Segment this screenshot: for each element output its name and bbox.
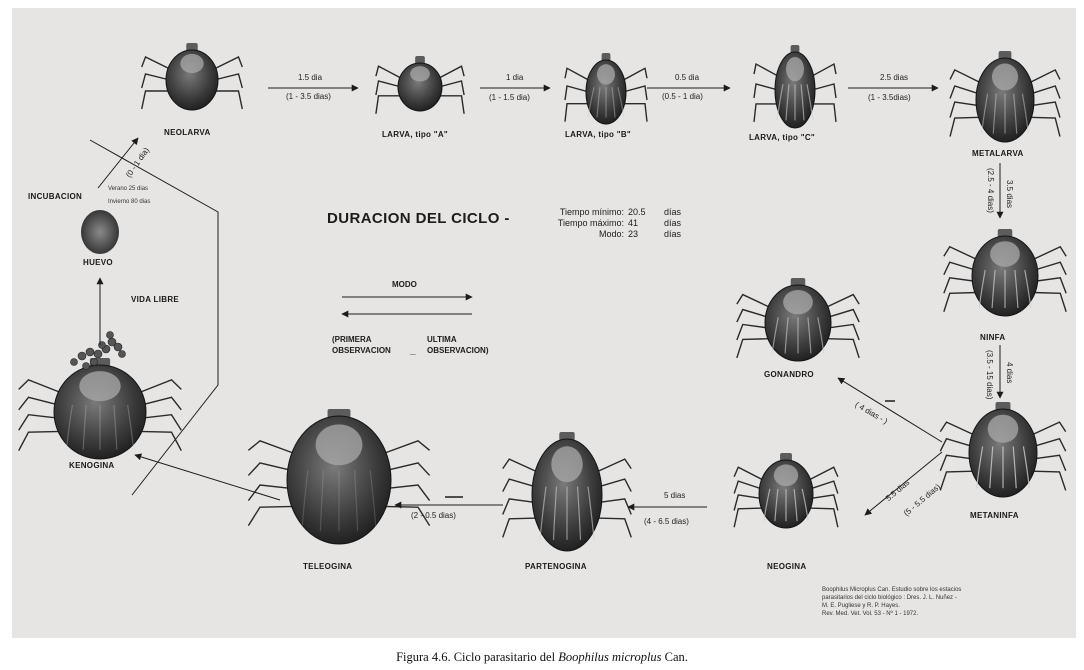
legend-right-line2: OBSERVACION) <box>427 345 489 356</box>
tick-illustration-metalarva <box>950 51 1060 142</box>
legend-first-observation: (PRIMERA OBSERVACION <box>332 334 391 356</box>
stage-label-metalarva: METALARVA <box>972 149 1024 158</box>
tick-illustration-partenogina <box>503 432 632 551</box>
duration-mode-larva-c-metalarva: 2.5 dias <box>880 73 908 82</box>
arrow-teleogina-kenogina <box>135 455 280 500</box>
duration-mode-neogina-partenogina: 5 dias <box>664 491 685 500</box>
stage-label-partenogina: PARTENOGINA <box>525 562 587 571</box>
duration-range-larva-c-metalarva: (1 - 3.5dias) <box>868 93 911 102</box>
tick-illustration-neogina <box>734 453 838 528</box>
stat-unit: días <box>664 207 681 218</box>
stat-unit: días <box>664 218 681 229</box>
caption-prefix: Figura 4.6. Ciclo parasitario del <box>396 650 558 664</box>
stage-label-gonandro: GONANDRO <box>764 370 814 379</box>
duration-range-larva-b-larva-c: (0.5 - 1 dia) <box>662 92 703 101</box>
duration-mode-neolarva-larva-a: 1.5 dia <box>298 73 322 82</box>
stat-label: Tiempo mínimo: <box>524 207 624 218</box>
stage-label-larva-b: LARVA, tipo "B" <box>565 130 631 139</box>
duration-range-neogina-partenogina: (4 - 6.5 dias) <box>644 517 689 526</box>
stage-label-metaninfa: METANINFA <box>970 511 1019 520</box>
stat-row-mode: Modo: 23 días <box>524 229 681 240</box>
duration-range-partenogina-teleogina: (2 - 0.5 dias) <box>411 511 456 520</box>
duration-range-ninfa-metaninfa: (3.5 - 15 dias) <box>985 350 994 399</box>
reference-line3: M. E. Pugliese y R. P. Hayes. <box>822 602 1062 610</box>
duration-mode-larva-a-larva-b: 1 dia <box>506 73 523 82</box>
legend-left-line2: OBSERVACION <box>332 345 391 356</box>
stage-label-larva-a: LARVA, tipo "A" <box>382 130 448 139</box>
caption-suffix: Can. <box>662 650 688 664</box>
tick-illustration-kenogina <box>19 358 182 459</box>
stage-label-neolarva: NEOLARVA <box>164 128 211 137</box>
incubation-summer: Verano 25 dias <box>108 186 148 192</box>
reference-line2: parasitarios del ciclo biológico : Dres.… <box>822 594 1062 602</box>
stat-row-max: Tiempo máximo: 41 días <box>524 218 681 229</box>
tick-illustration-metaninfa <box>940 402 1065 497</box>
stage-label-neogina: NEOGINA <box>767 562 806 571</box>
tick-illustration-larva-c <box>754 45 836 128</box>
stat-row-min: Tiempo mínimo: 20.5 días <box>524 207 681 218</box>
tick-illustration-teleogina <box>248 409 429 544</box>
stage-label-kenogina: KENOGINA <box>69 461 115 470</box>
stat-unit: días <box>664 229 681 240</box>
tick-illustration-larva-a <box>376 56 464 114</box>
legend-separator: _ <box>410 345 416 356</box>
duration-mode-larva-b-larva-c: 0.5 dia <box>675 73 699 82</box>
legend-right-line1: ULTIMA <box>427 334 489 345</box>
stage-label-larva-c: LARVA, tipo "C" <box>749 133 815 142</box>
tick-illustration-neolarva <box>142 43 243 110</box>
legend-left-line1: (PRIMERA <box>332 334 391 345</box>
figure-caption: Figura 4.6. Ciclo parasitario del Boophi… <box>0 650 1084 665</box>
incubation-winter: Invierno 80 dias <box>108 199 150 205</box>
duration-range-metalarva-ninfa: (2.5 - 4 dias) <box>986 168 995 213</box>
stat-value: 23 <box>628 229 660 240</box>
cycle-duration-stats: Tiempo mínimo: 20.5 días Tiempo máximo: … <box>524 207 681 240</box>
reference-note: Boophilus Microplus Can. Estudio sobre l… <box>822 586 1062 618</box>
tick-illustration-gonandro <box>737 278 859 361</box>
tick-illustration-larva-b <box>565 53 647 124</box>
arrow-metaninfa-gonandro <box>838 378 942 442</box>
incubation-label: INCUBACION <box>28 192 82 201</box>
duration-mode-ninfa-metaninfa: 4 dias <box>1005 362 1014 383</box>
cycle-duration-title: DURACION DEL CICLO - <box>327 210 510 227</box>
legend-last-observation: ULTIMA OBSERVACION) <box>427 334 489 356</box>
stage-label-teleogina: TELEOGINA <box>303 562 352 571</box>
tick-illustration-ninfa <box>944 229 1066 316</box>
stage-label-ninfa: NINFA <box>980 333 1006 342</box>
reference-line4: Rev. Med. Vet. Vol. 53 - Nº 1 - 1972. <box>822 610 1062 618</box>
egg-illustration <box>81 210 119 254</box>
stat-value: 20.5 <box>628 207 660 218</box>
duration-range-neolarva-larva-a: (1 - 3.5 dias) <box>286 92 331 101</box>
vida-libre-label: VIDA LIBRE <box>131 295 179 304</box>
stat-label: Modo: <box>524 229 624 240</box>
duration-mode-metalarva-ninfa: 3.5 dias <box>1005 180 1014 208</box>
legend-mode-label: MODO <box>392 280 417 289</box>
caption-species: Boophilus microplus <box>558 650 661 664</box>
stat-value: 41 <box>628 218 660 229</box>
reference-line1: Boophilus Microplus Can. Estudio sobre l… <box>822 586 1062 594</box>
stat-label: Tiempo máximo: <box>524 218 624 229</box>
duration-range-larva-a-larva-b: (1 - 1.5 dia) <box>489 93 530 102</box>
stage-label-huevo: HUEVO <box>83 258 113 267</box>
